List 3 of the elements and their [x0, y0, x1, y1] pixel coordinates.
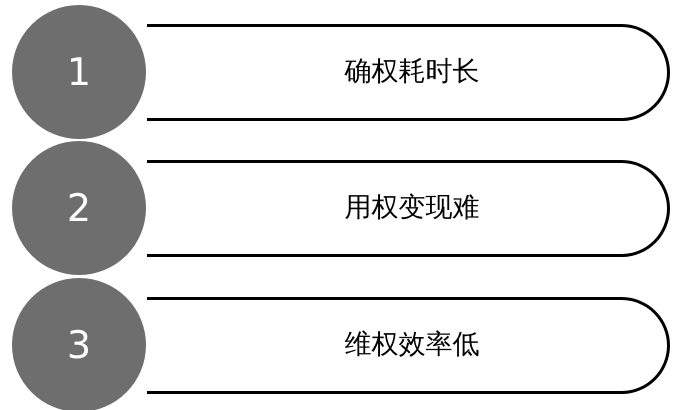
label-pill: 确权耗时长 [147, 24, 670, 121]
label-pill: 用权变现难 [147, 160, 670, 257]
label-pill: 维权效率低 [147, 297, 670, 394]
